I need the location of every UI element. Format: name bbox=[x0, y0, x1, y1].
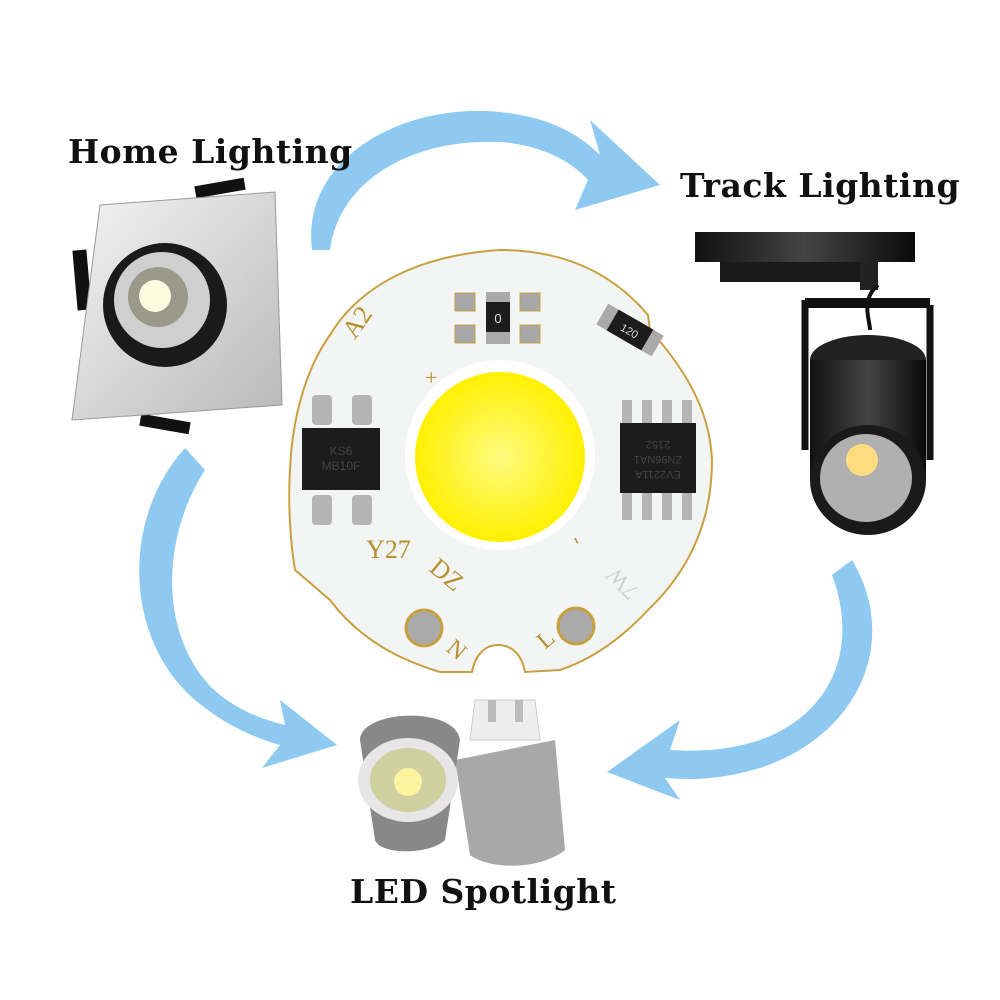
arrow-right bbox=[607, 560, 873, 800]
svg-text:ZN96NA1: ZN96NA1 bbox=[634, 453, 682, 465]
label-led-spotlight: LED Spotlight bbox=[350, 872, 617, 911]
driver-ic-chip bbox=[620, 423, 696, 493]
label-home-lighting: Home Lighting bbox=[68, 132, 353, 171]
arrow-left bbox=[139, 448, 337, 768]
terminal-n bbox=[404, 608, 444, 648]
cob-led bbox=[415, 372, 585, 542]
arrow-top bbox=[311, 110, 660, 250]
svg-text:MB10F: MB10F bbox=[322, 459, 361, 473]
bridge-rectifier-chip bbox=[302, 428, 380, 490]
svg-text:KS6: KS6 bbox=[330, 444, 353, 458]
svg-text:0: 0 bbox=[494, 311, 501, 326]
led-spotlight-image bbox=[358, 699, 565, 866]
home-downlight-image bbox=[71, 177, 283, 435]
terminal-l bbox=[556, 606, 596, 646]
svg-text:EV2211A: EV2211A bbox=[635, 468, 681, 480]
led-cob-board: KS6 MB10F EV2211A ZN96NA1 2152 0 120 bbox=[288, 248, 714, 674]
label-track-lighting: Track Lighting bbox=[680, 166, 961, 205]
svg-text:Y27: Y27 bbox=[366, 535, 411, 564]
svg-text:+: + bbox=[425, 365, 437, 390]
track-light-image bbox=[695, 232, 934, 535]
svg-text:2152: 2152 bbox=[646, 438, 670, 450]
